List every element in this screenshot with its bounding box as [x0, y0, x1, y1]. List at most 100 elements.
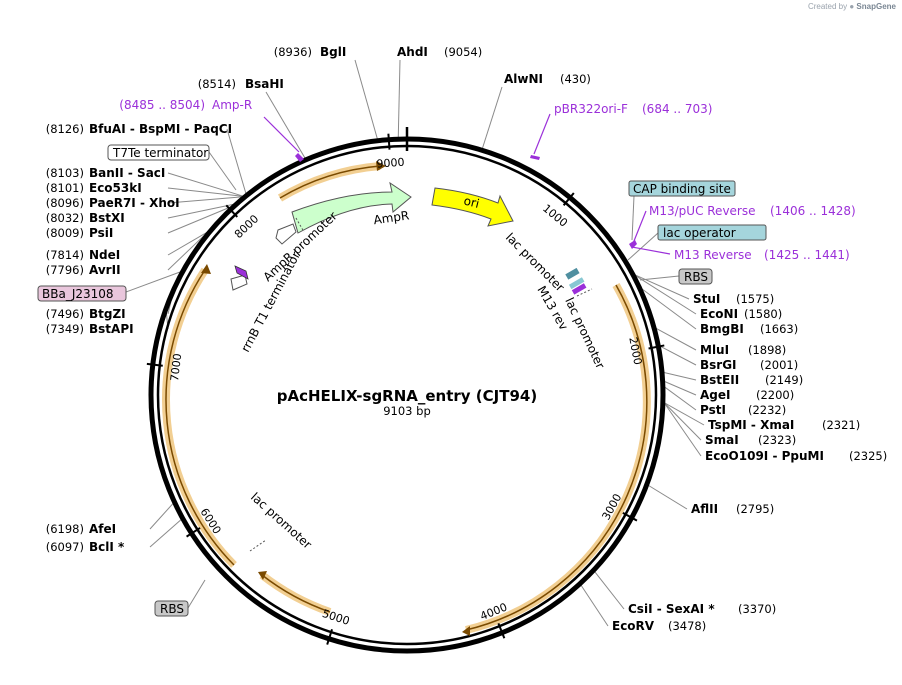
enzyme-bsahi-pos: (8514) [198, 77, 236, 91]
ampr-promoter-arrow [275, 223, 297, 245]
m13-reverse-name[interactable]: M13 Reverse [674, 248, 752, 262]
enzyme-name-1898[interactable]: MluI [700, 343, 729, 357]
amp-r-name[interactable]: Amp-R [212, 98, 252, 112]
enzyme-pos-2200: (2200) [756, 388, 794, 402]
enzyme-name-2795[interactable]: AflII [691, 502, 718, 516]
ori-feature[interactable]: ori [431, 187, 514, 227]
enzyme-name-3370[interactable]: CsiI - SexAI * [628, 602, 715, 616]
leader-bba [125, 271, 181, 293]
enzyme-name-2149[interactable]: BstEII [700, 373, 739, 387]
leader-6097 [149, 519, 182, 548]
enzyme-name-7349[interactable]: BstAPI [89, 322, 134, 336]
enzyme-pos-8101: (8101) [46, 181, 84, 195]
tick-mark-9000 [387, 133, 391, 150]
lac-operator-label: lac operator [663, 226, 736, 240]
amp-r-primer-mark [295, 153, 304, 162]
m13-reverse-leader [631, 246, 671, 255]
enzyme-pos-1575: (1575) [736, 292, 774, 306]
orf-arrowhead-right [462, 626, 470, 636]
enzyme-name-7496[interactable]: BtgZI [89, 307, 126, 321]
boxed-feature-rbs-right[interactable]: RBS [678, 268, 713, 285]
enzyme-name-2323[interactable]: SmaI [705, 433, 739, 447]
tick-mark-4000 [497, 623, 506, 639]
enzyme-pos-1580: (1580) [744, 307, 782, 321]
orf-arcs [162, 162, 651, 634]
leader-8032 [167, 203, 234, 219]
leader-3370 [594, 571, 625, 610]
enzyme-name-2001[interactable]: BsrGI [700, 358, 737, 372]
leader-1898 [656, 328, 697, 351]
orf-arrowhead-left [201, 264, 211, 274]
enzyme-name-3478[interactable]: EcoRV [612, 619, 655, 633]
enzyme-name-8101[interactable]: Eco53kI [89, 181, 142, 195]
tick-mark-3000 [622, 512, 638, 522]
ampr-feature[interactable]: AmpR [291, 181, 412, 234]
enzyme-name-1580[interactable]: EcoNI [700, 307, 738, 321]
tick-mark-5000 [326, 629, 334, 645]
m13-puc-reverse-range: (1406 .. 1428) [770, 204, 856, 218]
boxed-feature-cap[interactable]: CAP binding site [628, 180, 736, 197]
enzyme-pos-3370: (3370) [738, 602, 776, 616]
enzyme-name-2325[interactable]: EcoO109I - PpuMI [705, 449, 824, 463]
leader-bsahi [265, 91, 306, 159]
enzyme-name-7796[interactable]: AvrII [89, 263, 121, 277]
pbr322ori-f-name[interactable]: pBR322ori-F [554, 102, 628, 116]
leader-1575 [635, 274, 690, 300]
leader-2325 [664, 403, 702, 457]
enzyme-name-6097[interactable]: BclI * [89, 540, 125, 554]
m13-rev-mark [571, 283, 587, 295]
bba-j23108-mark [234, 265, 249, 280]
leader-2232 [664, 386, 697, 411]
enzyme-name-8103[interactable]: BanII - SacI [89, 166, 165, 180]
lac-promoter-label-2: lac promoter [562, 295, 607, 371]
pbr322ori-f-range: (684 .. 703) [642, 102, 712, 116]
enzyme-name-8126[interactable]: BfuAI - BspMI - PaqCI [89, 122, 232, 136]
boxed-feature-t7te[interactable]: T7Te terminator [107, 144, 210, 161]
enzyme-pos-8126: (8126) [46, 122, 84, 136]
boxed-feature-rbs-left[interactable]: RBS [154, 600, 189, 617]
rbs-right-label: RBS [684, 270, 708, 284]
leader-7796 [167, 234, 205, 271]
right-enzyme-labels: StuI(1575)EcoNI(1580)BmgBI(1663)MluI(189… [612, 292, 887, 633]
m13-reverse-range: (1425 .. 1441) [764, 248, 850, 262]
enzyme-name-7814[interactable]: NdeI [89, 248, 120, 262]
enzyme-name-2232[interactable]: PstI [700, 403, 726, 417]
orf-arrowhead-bottom [258, 571, 267, 580]
enzyme-alwni-name[interactable]: AlwNI [504, 72, 543, 86]
leader-2323 [664, 403, 702, 441]
left-enzyme-labels: (8126)BfuAI - BspMI - PaqCI(8103)BanII -… [46, 122, 232, 554]
leader-2149 [663, 371, 697, 381]
leader-2795 [648, 485, 688, 510]
cap-label: CAP binding site [633, 182, 731, 196]
enzyme-bsahi-name[interactable]: BsaHI [245, 77, 284, 91]
enzyme-name-8009[interactable]: PsiI [89, 226, 113, 240]
enzyme-name-8032[interactable]: BstXI [89, 211, 125, 225]
m13-puc-reverse-name[interactable]: M13/pUC Reverse [649, 204, 756, 218]
right-small-features [565, 267, 593, 297]
enzyme-pos-2321: (2321) [822, 418, 860, 432]
enzyme-pos-2232: (2232) [748, 403, 786, 417]
tick-mark-8000 [225, 204, 239, 218]
enzyme-name-1575[interactable]: StuI [693, 292, 720, 306]
credit-brand: SnapGene [856, 2, 896, 11]
enzyme-name-2321[interactable]: TspMI - XmaI [708, 418, 794, 432]
tick-label-7000: 7000 [168, 353, 184, 382]
enzyme-pos-2149: (2149) [765, 373, 803, 387]
plasmid-title: pAcHELIX-sgRNA_entry (CJT94) [277, 387, 537, 405]
enzyme-name-6198[interactable]: AfeI [89, 522, 116, 536]
leader-7814 [167, 232, 207, 256]
orf-arc-right [465, 283, 651, 634]
enzyme-bgli-name[interactable]: BglI [320, 45, 346, 59]
enzyme-alwni-pos: (430) [560, 72, 591, 86]
enzyme-name-8096[interactable]: PaeR7I - XhoI [89, 196, 180, 210]
boxed-feature-bba-j23108[interactable]: BBa_J23108 [37, 285, 127, 302]
enzyme-ahdi-name[interactable]: AhdI [397, 45, 428, 59]
snapgene-credit: Created by ● SnapGene [808, 2, 896, 11]
enzyme-name-2200[interactable]: AgeI [700, 388, 730, 402]
enzyme-name-1663[interactable]: BmgBI [700, 322, 744, 336]
boxed-feature-lac-operator[interactable]: lac operator [657, 224, 767, 241]
leader-bgli [354, 59, 378, 139]
enzyme-bgli-pos: (8936) [274, 45, 312, 59]
leader-ahdi [397, 59, 401, 138]
